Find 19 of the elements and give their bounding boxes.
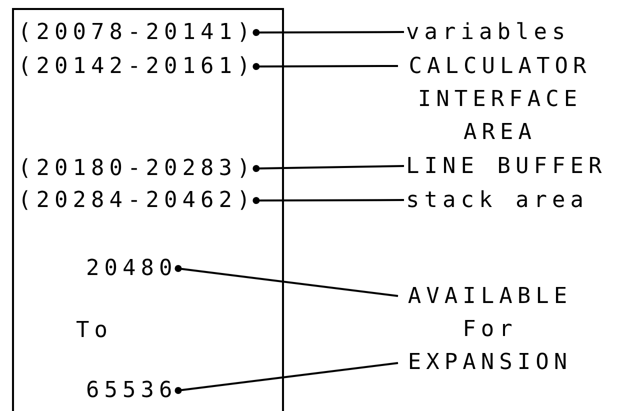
region-label: stack area xyxy=(406,184,588,217)
region-label: CALCULATOR INTERFACE AREA xyxy=(400,50,600,149)
address-value: 65536 xyxy=(86,374,178,407)
leader-line xyxy=(174,362,398,394)
leader-line xyxy=(174,265,398,297)
address-range: (20142-20161) xyxy=(18,50,256,83)
leader-line xyxy=(252,197,404,204)
memory-block xyxy=(12,8,284,411)
leader-line xyxy=(252,29,404,36)
leader-line xyxy=(252,63,398,70)
address-range: (20180-20283) xyxy=(18,152,256,185)
leader-line xyxy=(252,165,404,172)
address-range: (20284-20462) xyxy=(18,184,256,217)
range-separator-text: To xyxy=(76,317,112,345)
region-label: AVAILABLE For EXPANSION xyxy=(400,280,580,379)
region-label: LINE BUFFER xyxy=(406,150,607,183)
address-range: (20078-20141) xyxy=(18,16,256,49)
region-label: variables xyxy=(406,16,570,49)
address-value: 20480 xyxy=(86,252,178,285)
